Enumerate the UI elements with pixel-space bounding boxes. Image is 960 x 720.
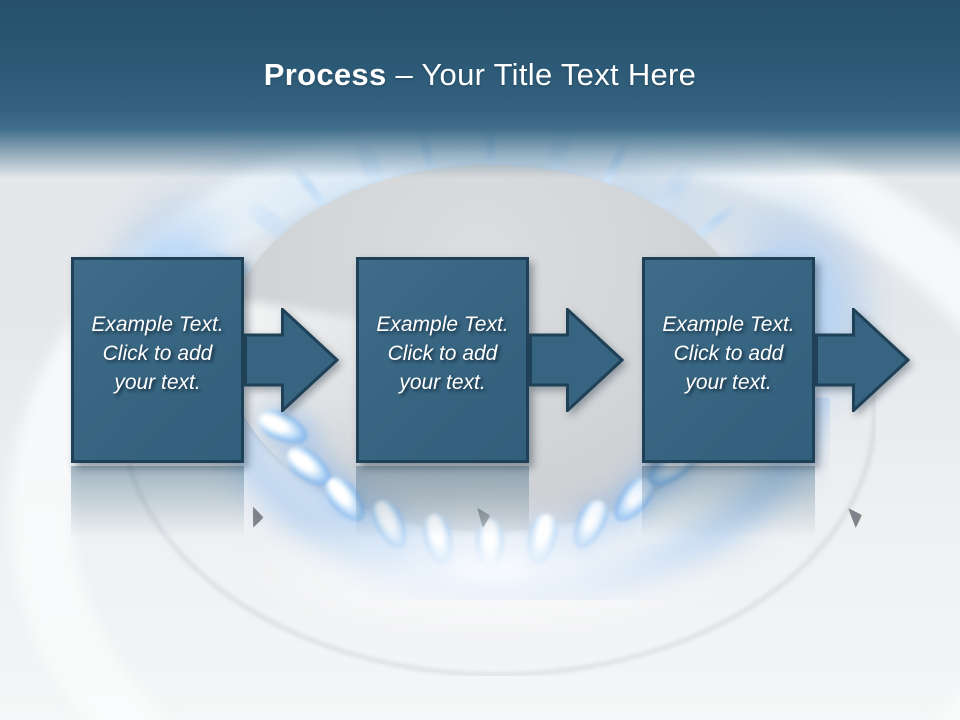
process-step-1-text[interactable]: Example Text. Click to add your text. bbox=[91, 312, 224, 394]
title-rest: – Your Title Text Here bbox=[395, 57, 697, 92]
title-emphasis: Process bbox=[263, 57, 387, 92]
burner-bottom-glow bbox=[230, 495, 750, 645]
step-reflection bbox=[356, 466, 529, 538]
slide-title[interactable]: Process– Your Title Text Here bbox=[0, 57, 960, 93]
arrow-right-icon[interactable] bbox=[815, 308, 910, 412]
process-step-3[interactable]: Example Text. Click to add your text. bbox=[642, 257, 815, 463]
step-reflection bbox=[71, 466, 244, 538]
process-step-2-text[interactable]: Example Text. Click to add your text. bbox=[376, 312, 509, 394]
arrow-right-icon[interactable] bbox=[529, 308, 624, 412]
arrow-right-icon[interactable] bbox=[244, 308, 339, 412]
process-step-3-text[interactable]: Example Text. Click to add your text. bbox=[662, 312, 795, 394]
header-band bbox=[0, 0, 960, 178]
process-step-2[interactable]: Example Text. Click to add your text. bbox=[356, 257, 529, 463]
step-reflection bbox=[642, 466, 815, 538]
process-step-1[interactable]: Example Text. Click to add your text. bbox=[71, 257, 244, 463]
